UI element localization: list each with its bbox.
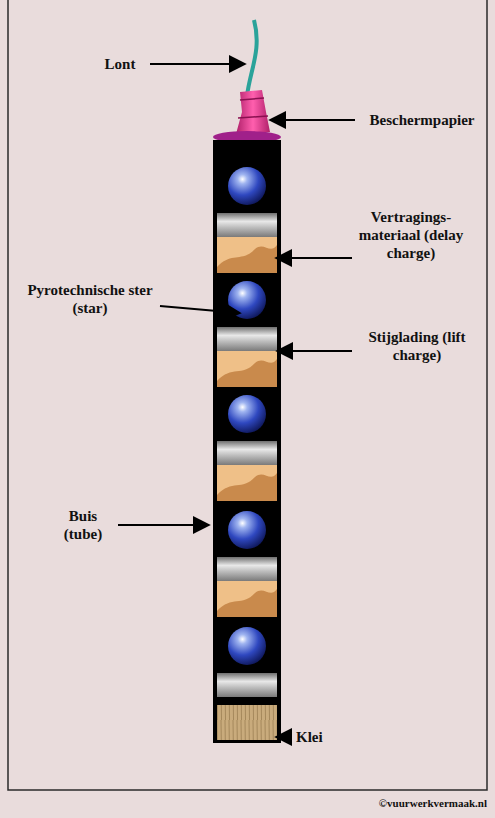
part-label: Vertragings- materiaal (delay charge): [354, 208, 468, 262]
part-label: Klei: [296, 728, 340, 746]
part-label: Beschermpapier: [356, 111, 488, 129]
part-label: Stijglading (lift charge): [354, 328, 480, 364]
watermark: ©vuurwerkvermaak.nl: [379, 796, 487, 810]
part-label: Lont: [92, 55, 148, 73]
part-label: Pyrotechnische ster (star): [20, 281, 160, 317]
part-label: Buis (tube): [50, 507, 116, 543]
